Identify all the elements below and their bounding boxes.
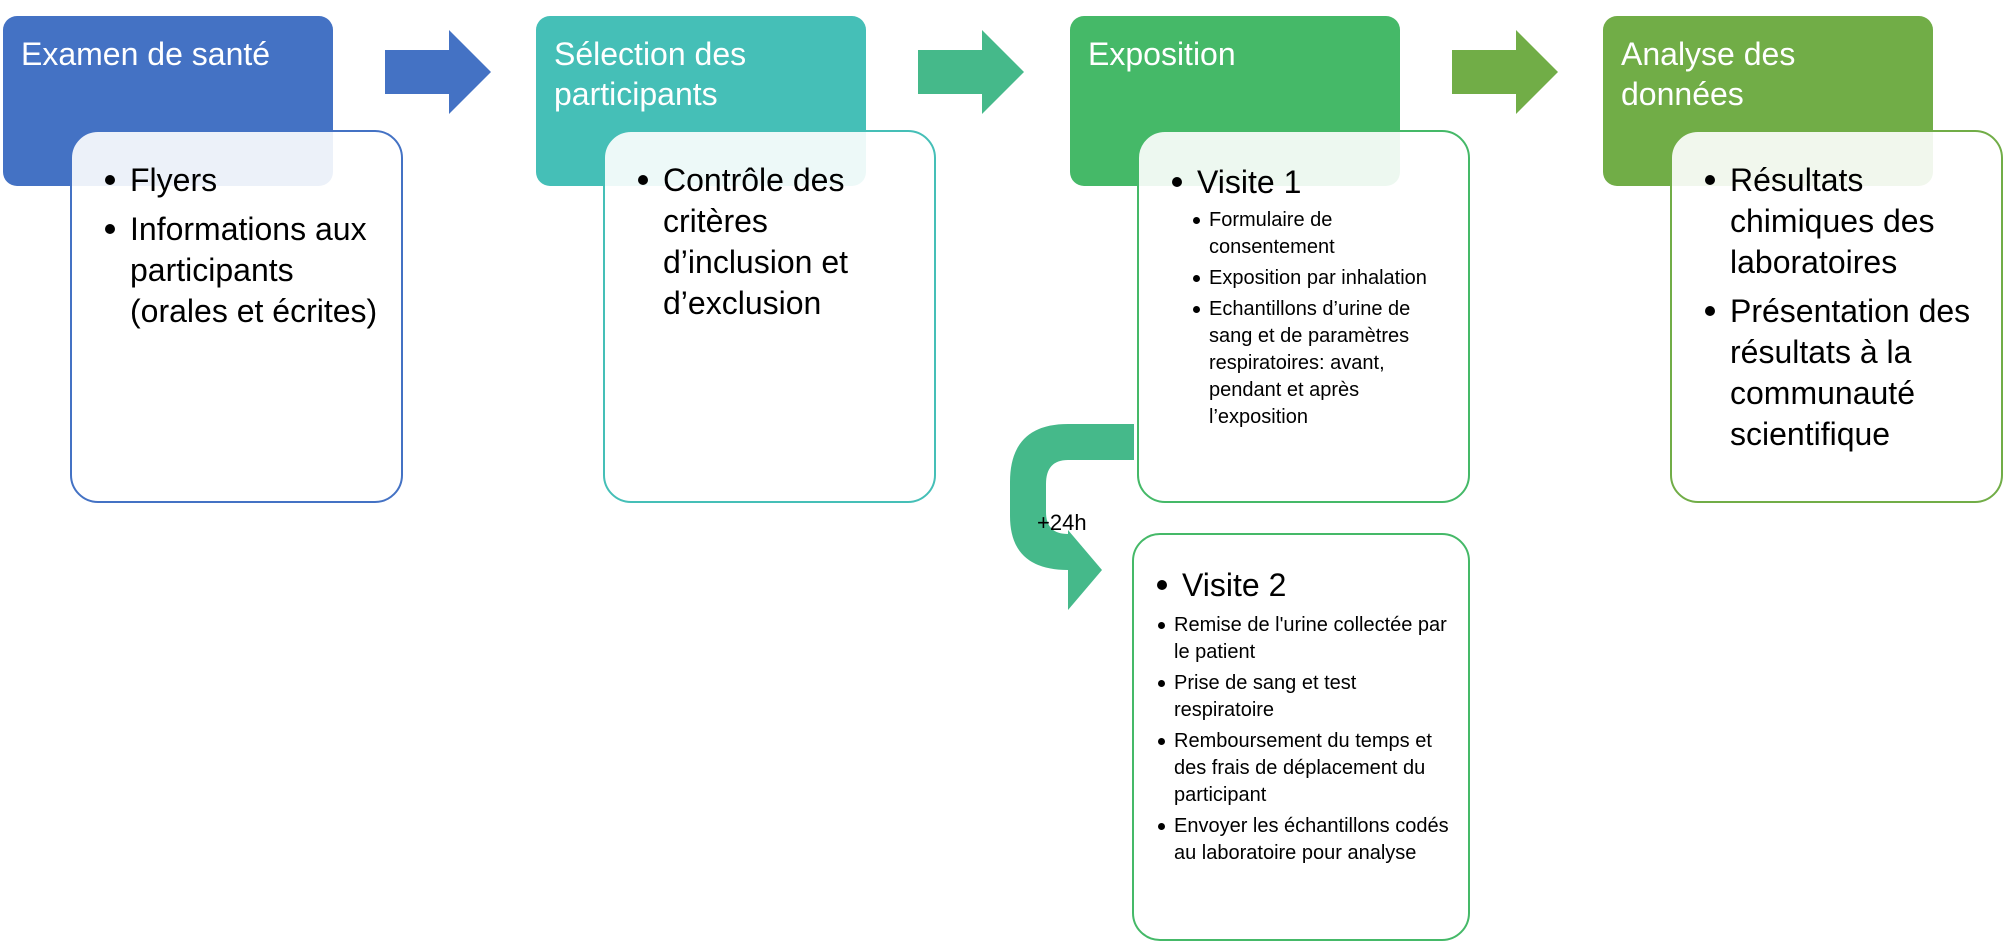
curved-arrow-24h [1010,424,1134,610]
stage-examen-list: Flyers Informations aux participants (or… [100,160,381,332]
flow-arrow-1 [385,30,491,114]
list-item: Echantillons d’urine de sang et de param… [1191,296,1448,431]
list-item: Présentation des résultats à la communau… [1700,291,1981,455]
visit2-list: Visite 2 [1152,565,1450,606]
stage-selection-card: Contrôle des critères d’inclusion et d’e… [603,130,936,503]
stage-analyse-card: Résultats chimiques des laboratoires Pré… [1670,130,2003,503]
stage-analyse-list: Résultats chimiques des laboratoires Pré… [1700,160,1981,455]
visit2-title: Visite 2 [1152,565,1450,606]
list-item: Remboursement du temps et des frais de d… [1156,728,1450,809]
visit1-subitems: Formulaire de consentement Exposition pa… [1191,207,1448,431]
stage-analyse-title: Analyse des données [1621,36,1796,112]
visit2-card: Visite 2 Remise de l'urine collectée par… [1132,533,1470,941]
visit2-subitems: Remise de l'urine collectée par le patie… [1156,612,1450,867]
list-item: Contrôle des critères d’inclusion et d’e… [633,160,914,324]
stage-selection-title: Sélection des participants [554,36,747,112]
list-item: Formulaire de consentement [1191,207,1448,261]
delay-label: +24h [1037,510,1087,535]
flow-arrow-3 [1452,30,1558,114]
visit1-title: Visite 1 [1167,162,1448,203]
stage-selection-list: Contrôle des critères d’inclusion et d’e… [633,160,914,324]
list-item: Remise de l'urine collectée par le patie… [1156,612,1450,666]
list-item: Prise de sang et test respiratoire [1156,670,1450,724]
stage-examen-card: Flyers Informations aux participants (or… [70,130,403,503]
visit1-card: Visite 1 Formulaire de consentement Expo… [1137,130,1470,503]
list-item: Informations aux participants (orales et… [100,209,381,332]
list-item: Exposition par inhalation [1191,265,1448,292]
stage-examen-title: Examen de santé [21,36,271,72]
list-item: Résultats chimiques des laboratoires [1700,160,1981,283]
flow-arrow-2 [918,30,1024,114]
list-item: Flyers [100,160,381,201]
list-item: Envoyer les échantillons codés au labora… [1156,813,1450,867]
visit1-list: Visite 1 [1167,162,1448,203]
stage-exposition-title: Exposition [1088,36,1236,72]
